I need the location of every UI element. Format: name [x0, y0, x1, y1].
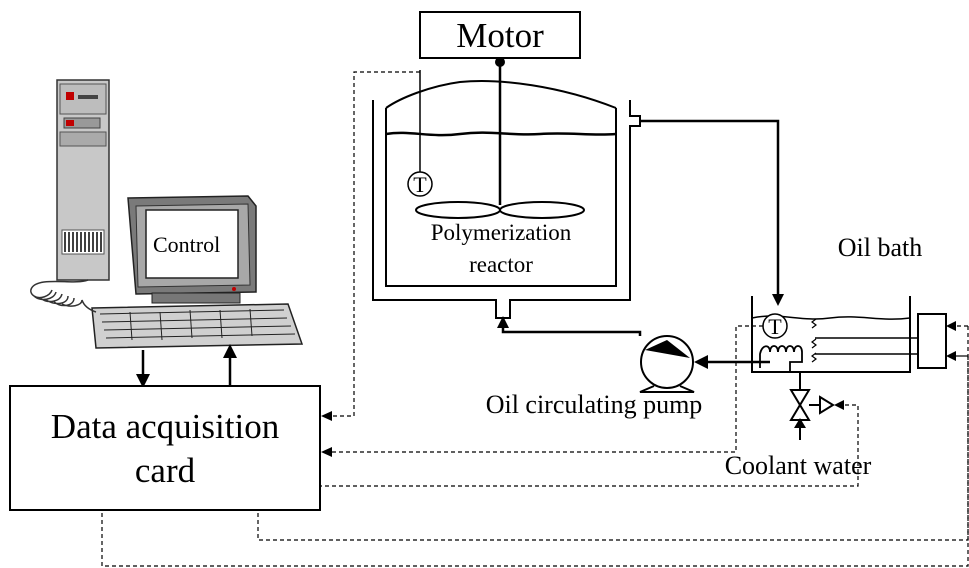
motor-box: [419, 11, 581, 59]
oil-circulating-pump: [639, 335, 695, 393]
shaft-coupling: [495, 57, 505, 67]
reactor-label-line2: reactor: [469, 252, 533, 277]
computer-icon: [30, 79, 304, 349]
motor-label: Motor: [456, 16, 544, 55]
heater-control-arrows: [946, 321, 968, 361]
control-label: Control: [153, 232, 220, 257]
pump-label: Oil circulating pump: [486, 390, 703, 419]
daq-card-box: [9, 385, 321, 511]
signal-arrowheads: [321, 400, 844, 457]
oil-bath: [751, 296, 947, 373]
polymerization-reactor: [372, 80, 641, 319]
reactor-label-line1: Polymerization: [431, 220, 572, 245]
computer-daq-arrows: [136, 344, 237, 388]
daq-label-line2: card: [135, 451, 196, 490]
coolant-label: Coolant water: [725, 451, 872, 480]
reactor-temp-sensor-label: T: [413, 172, 427, 197]
oil-bath-label: Oil bath: [838, 233, 923, 262]
reactor-temp-sensor: [407, 171, 433, 197]
bath-temp-sensor-label: T: [768, 314, 782, 339]
signal-lines: [101, 71, 969, 567]
daq-label-line1: Data acquisition: [51, 407, 279, 446]
coolant-valve: [789, 372, 835, 440]
oil-piping: [497, 119, 784, 369]
